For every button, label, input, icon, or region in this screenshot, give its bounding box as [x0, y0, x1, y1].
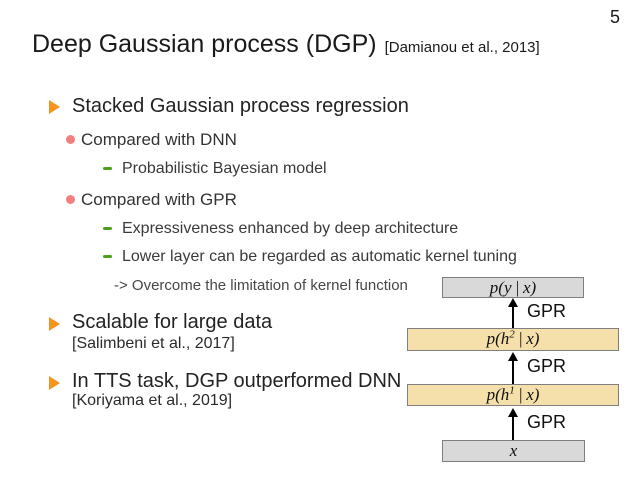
math-label: | x) [514, 385, 540, 404]
math-superscript: 1 [509, 384, 515, 397]
math-label: p(y | x) [489, 278, 537, 297]
bullet-prob-bayes: Probabilistic Bayesian model [122, 160, 327, 177]
triangle-bullet-icon [49, 100, 60, 114]
diagram-box-p-h2-given-x: p(h2 | x) [407, 328, 619, 351]
bullet-scalable: Scalable for large data [72, 311, 273, 333]
scalable-citation: [Salimbeni et al., 2017] [72, 335, 235, 352]
title-citation: [Damianou et al., 2013] [384, 39, 540, 56]
math-label: p(h [486, 329, 510, 348]
up-arrow-icon [507, 298, 519, 329]
bullet-compared-gpr: Compared with GPR [81, 190, 237, 209]
circle-bullet-icon [66, 195, 75, 204]
up-arrow-icon [507, 408, 519, 440]
bullet-stacked-gpr: Stacked Gaussian process regression [72, 95, 409, 117]
dash-bullet-icon [103, 255, 112, 258]
diagram-box-p-h1-given-x: p(h1 | x) [407, 384, 619, 406]
gpr-arrow-label: GPR [527, 412, 567, 432]
diagram-box-x-input: x [442, 440, 585, 462]
math-superscript: 2 [509, 328, 515, 341]
dash-bullet-icon [103, 167, 112, 170]
bullet-expressiveness: Expressiveness enhanced by deep architec… [122, 220, 459, 237]
gpr-arrow-label: GPR [527, 301, 567, 321]
math-label: x [509, 441, 518, 460]
overcome-note: -> Overcome the limitation of kernel fun… [114, 277, 408, 294]
slide-title-row: Deep Gaussian process (DGP) [Damianou et… [32, 30, 540, 59]
triangle-bullet-icon [49, 376, 60, 390]
dash-bullet-icon [103, 227, 112, 230]
circle-bullet-icon [66, 135, 75, 144]
bullet-lower-layer: Lower layer can be regarded as automatic… [122, 248, 517, 265]
up-arrow-icon [507, 352, 519, 384]
math-label: | x) [514, 329, 540, 348]
triangle-bullet-icon [49, 317, 60, 331]
gpr-arrow-label: GPR [527, 356, 567, 376]
tts-citation: [Koriyama et al., 2019] [72, 392, 233, 409]
page-title: Deep Gaussian process (DGP) [32, 30, 377, 58]
page-number: 5 [609, 7, 620, 27]
bullet-tts: In TTS task, DGP outperformed DNN [72, 370, 402, 392]
bullet-compared-dnn: Compared with DNN [81, 130, 237, 149]
diagram-box-p-y-given-x: p(y | x) [442, 277, 584, 298]
math-label: p(h [486, 385, 510, 404]
